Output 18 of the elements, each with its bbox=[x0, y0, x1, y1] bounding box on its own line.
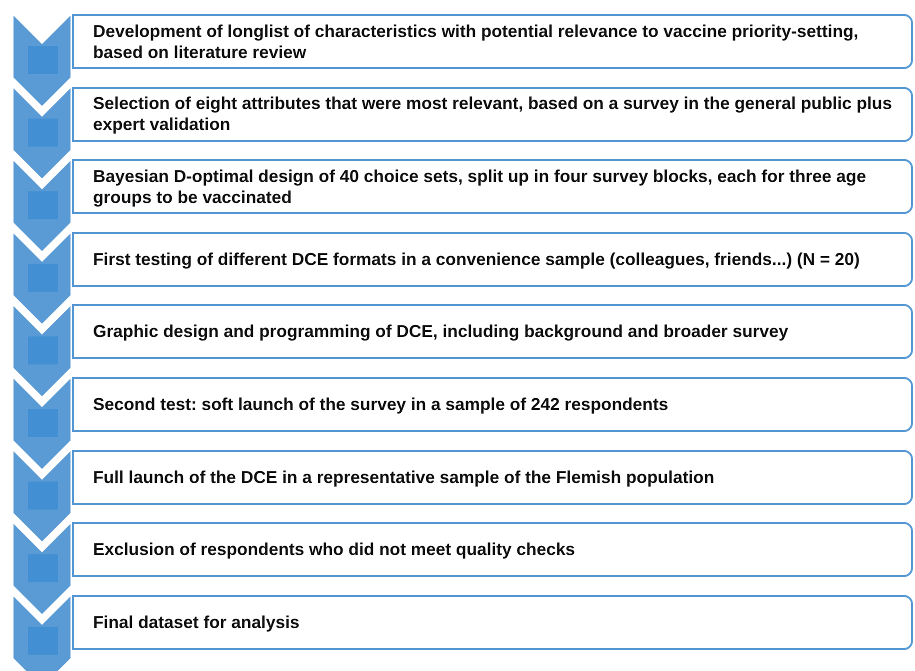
step-box bbox=[72, 304, 913, 360]
step-box bbox=[72, 522, 913, 578]
step-text: Development of longlist of characteristics with potential relevance to vaccine priority-setting, based on literature review bbox=[93, 20, 860, 62]
step-box bbox=[72, 594, 913, 650]
step-box bbox=[72, 450, 913, 505]
step-box bbox=[72, 232, 913, 287]
step-text: Selection of eight attributes that were most relevant, based on a survey in the general public plus expert validation bbox=[93, 93, 893, 136]
step-text: Full launch of the DCE in a representative sample of the Flemish population bbox=[93, 466, 714, 488]
step-box bbox=[72, 14, 913, 69]
step-text: First testing of different DCE formats in a convenience sample (colleagues, friends...) (N = 20) bbox=[93, 248, 860, 270]
step-box bbox=[72, 159, 913, 214]
step-text: Final dataset for analysis bbox=[93, 612, 300, 633]
step-text: Graphic design and programming of DCE, including background and broader survey bbox=[93, 321, 788, 342]
step-text: Bayesian D-optimal design of 40 choice sets, split up in four survey blocks, each for three age groups to be vaccinated bbox=[93, 166, 868, 208]
step-text: Exclusion of respondents who did not meet quality checks bbox=[93, 539, 576, 560]
step-box bbox=[72, 377, 913, 432]
step-text: Second test: soft launch of the survey in a sample of 242 respondents bbox=[93, 394, 668, 415]
step-box bbox=[72, 86, 913, 142]
